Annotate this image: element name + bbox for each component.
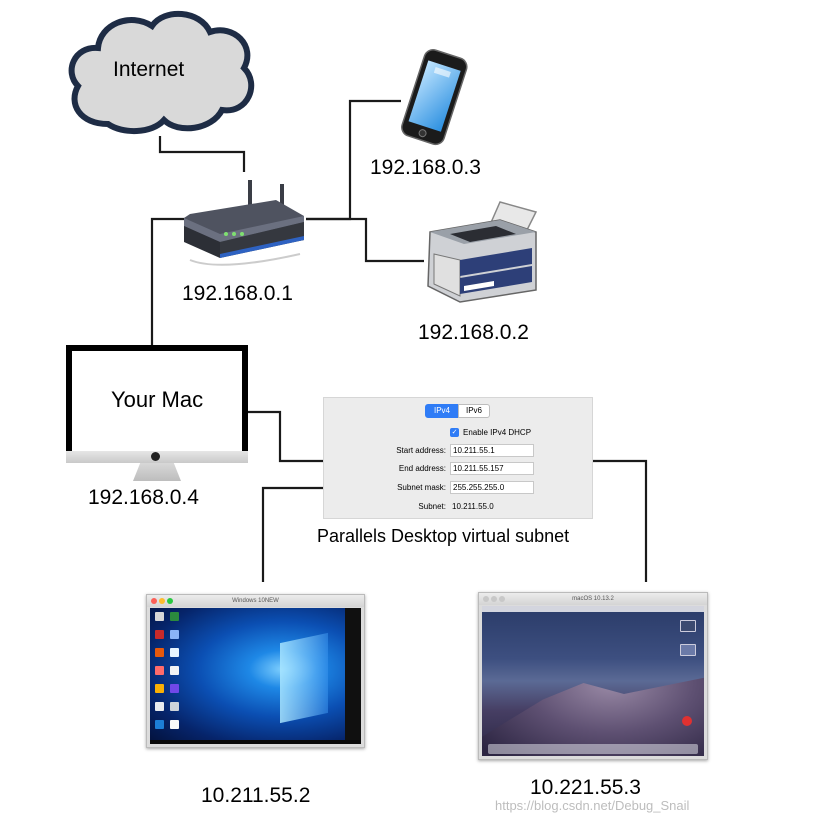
app-icon[interactable]	[170, 684, 179, 693]
wire-router-printer	[306, 217, 424, 263]
macos-dock	[488, 744, 698, 754]
windows-vm-window: Windows 10NEW	[146, 594, 365, 748]
internet-cloud	[68, 11, 255, 135]
wire-mac-subnet	[236, 410, 323, 463]
subnet-mask-field[interactable]: 255.255.255.0	[450, 481, 534, 494]
router-icon	[184, 180, 304, 266]
macos-vm-titlebar: macOS 10.13.2	[479, 593, 707, 605]
start-address-label: Start address:	[396, 446, 446, 455]
phone-icon	[401, 49, 468, 146]
phone-ip-label: 192.168.0.3	[370, 156, 481, 179]
dhcp-checkbox[interactable]: ✓	[450, 428, 459, 437]
tab-ipv4[interactable]: IPv4	[425, 404, 459, 418]
app-icon[interactable]	[155, 648, 164, 657]
start-address-field[interactable]: 10.211.55.1	[450, 444, 534, 457]
app-icon[interactable]	[170, 612, 179, 621]
screenshot-file-icon[interactable]	[680, 644, 696, 656]
dhcp-checkbox-label: Enable IPv4 DHCP	[463, 428, 532, 437]
windows-desktop	[150, 608, 361, 744]
router-ip-label: 192.168.0.1	[182, 282, 293, 305]
app-icon[interactable]	[155, 684, 164, 693]
close-icon[interactable]	[151, 598, 157, 604]
app-icon[interactable]	[155, 720, 164, 729]
close-icon[interactable]	[483, 596, 489, 602]
minimize-icon[interactable]	[491, 596, 497, 602]
zoom-icon[interactable]	[499, 596, 505, 602]
end-address-field[interactable]: 10.211.55.157	[450, 462, 534, 475]
mac-ip-label: 192.168.0.4	[88, 486, 199, 509]
parallels-sidebar	[345, 608, 361, 744]
windows-vm-ip-label: 10.211.55.2	[201, 784, 311, 807]
macos-vm-title: macOS 10.13.2	[572, 596, 614, 602]
recycle-bin-icon[interactable]	[155, 612, 164, 621]
windows-vm-title: Windows 10NEW	[232, 598, 279, 604]
mojave-wallpaper	[482, 672, 704, 756]
subnet-label: Subnet:	[418, 502, 446, 511]
printer-ip-label: 192.168.0.2	[418, 321, 529, 344]
apple-logo-icon	[151, 452, 160, 461]
macos-vm-ip-label: 10.221.55.3	[530, 776, 641, 799]
wire-internet-router	[158, 136, 246, 172]
subnet-settings-panel: IPv4 IPv6 ✓ Enable IPv4 DHCP Start addre…	[323, 397, 593, 519]
subnet-value: 10.211.55.0	[452, 502, 494, 511]
zoom-icon[interactable]	[167, 598, 173, 604]
app-icon[interactable]	[170, 666, 179, 675]
windows-vm-titlebar: Windows 10NEW	[147, 595, 364, 607]
mac-stand	[133, 463, 181, 481]
minimize-icon[interactable]	[159, 598, 165, 604]
screenshot-file-icon[interactable]	[680, 620, 696, 632]
printer-icon	[427, 201, 538, 303]
mac-monitor: Your Mac	[66, 345, 248, 457]
app-icon[interactable]	[170, 720, 179, 729]
watermark: https://blog.csdn.net/Debug_Snail	[495, 798, 690, 813]
app-icon[interactable]	[155, 702, 164, 711]
mac-chin	[66, 451, 248, 463]
subnet-caption: Parallels Desktop virtual subnet	[317, 526, 570, 546]
wire-subnet-windows	[261, 486, 323, 582]
subnet-mask-label: Subnet mask:	[397, 483, 446, 492]
app-icon[interactable]	[170, 630, 179, 639]
app-icon[interactable]	[170, 702, 179, 711]
end-address-label: End address:	[398, 464, 446, 473]
tab-ipv6[interactable]: IPv6	[458, 404, 490, 418]
macos-vm-window: macOS 10.13.2	[478, 592, 708, 760]
wire-router-mac	[150, 217, 186, 345]
install-app-icon[interactable]	[682, 716, 692, 726]
mac-label: Your Mac	[110, 387, 204, 412]
windows-logo-light	[280, 632, 328, 724]
internet-label: Internet	[113, 58, 185, 81]
app-icon[interactable]	[155, 666, 164, 675]
wire-subnet-macos	[591, 459, 648, 582]
macos-menubar	[482, 606, 704, 612]
app-icon[interactable]	[170, 648, 179, 657]
macos-desktop	[482, 606, 704, 756]
windows-taskbar	[150, 740, 361, 744]
app-icon[interactable]	[155, 630, 164, 639]
